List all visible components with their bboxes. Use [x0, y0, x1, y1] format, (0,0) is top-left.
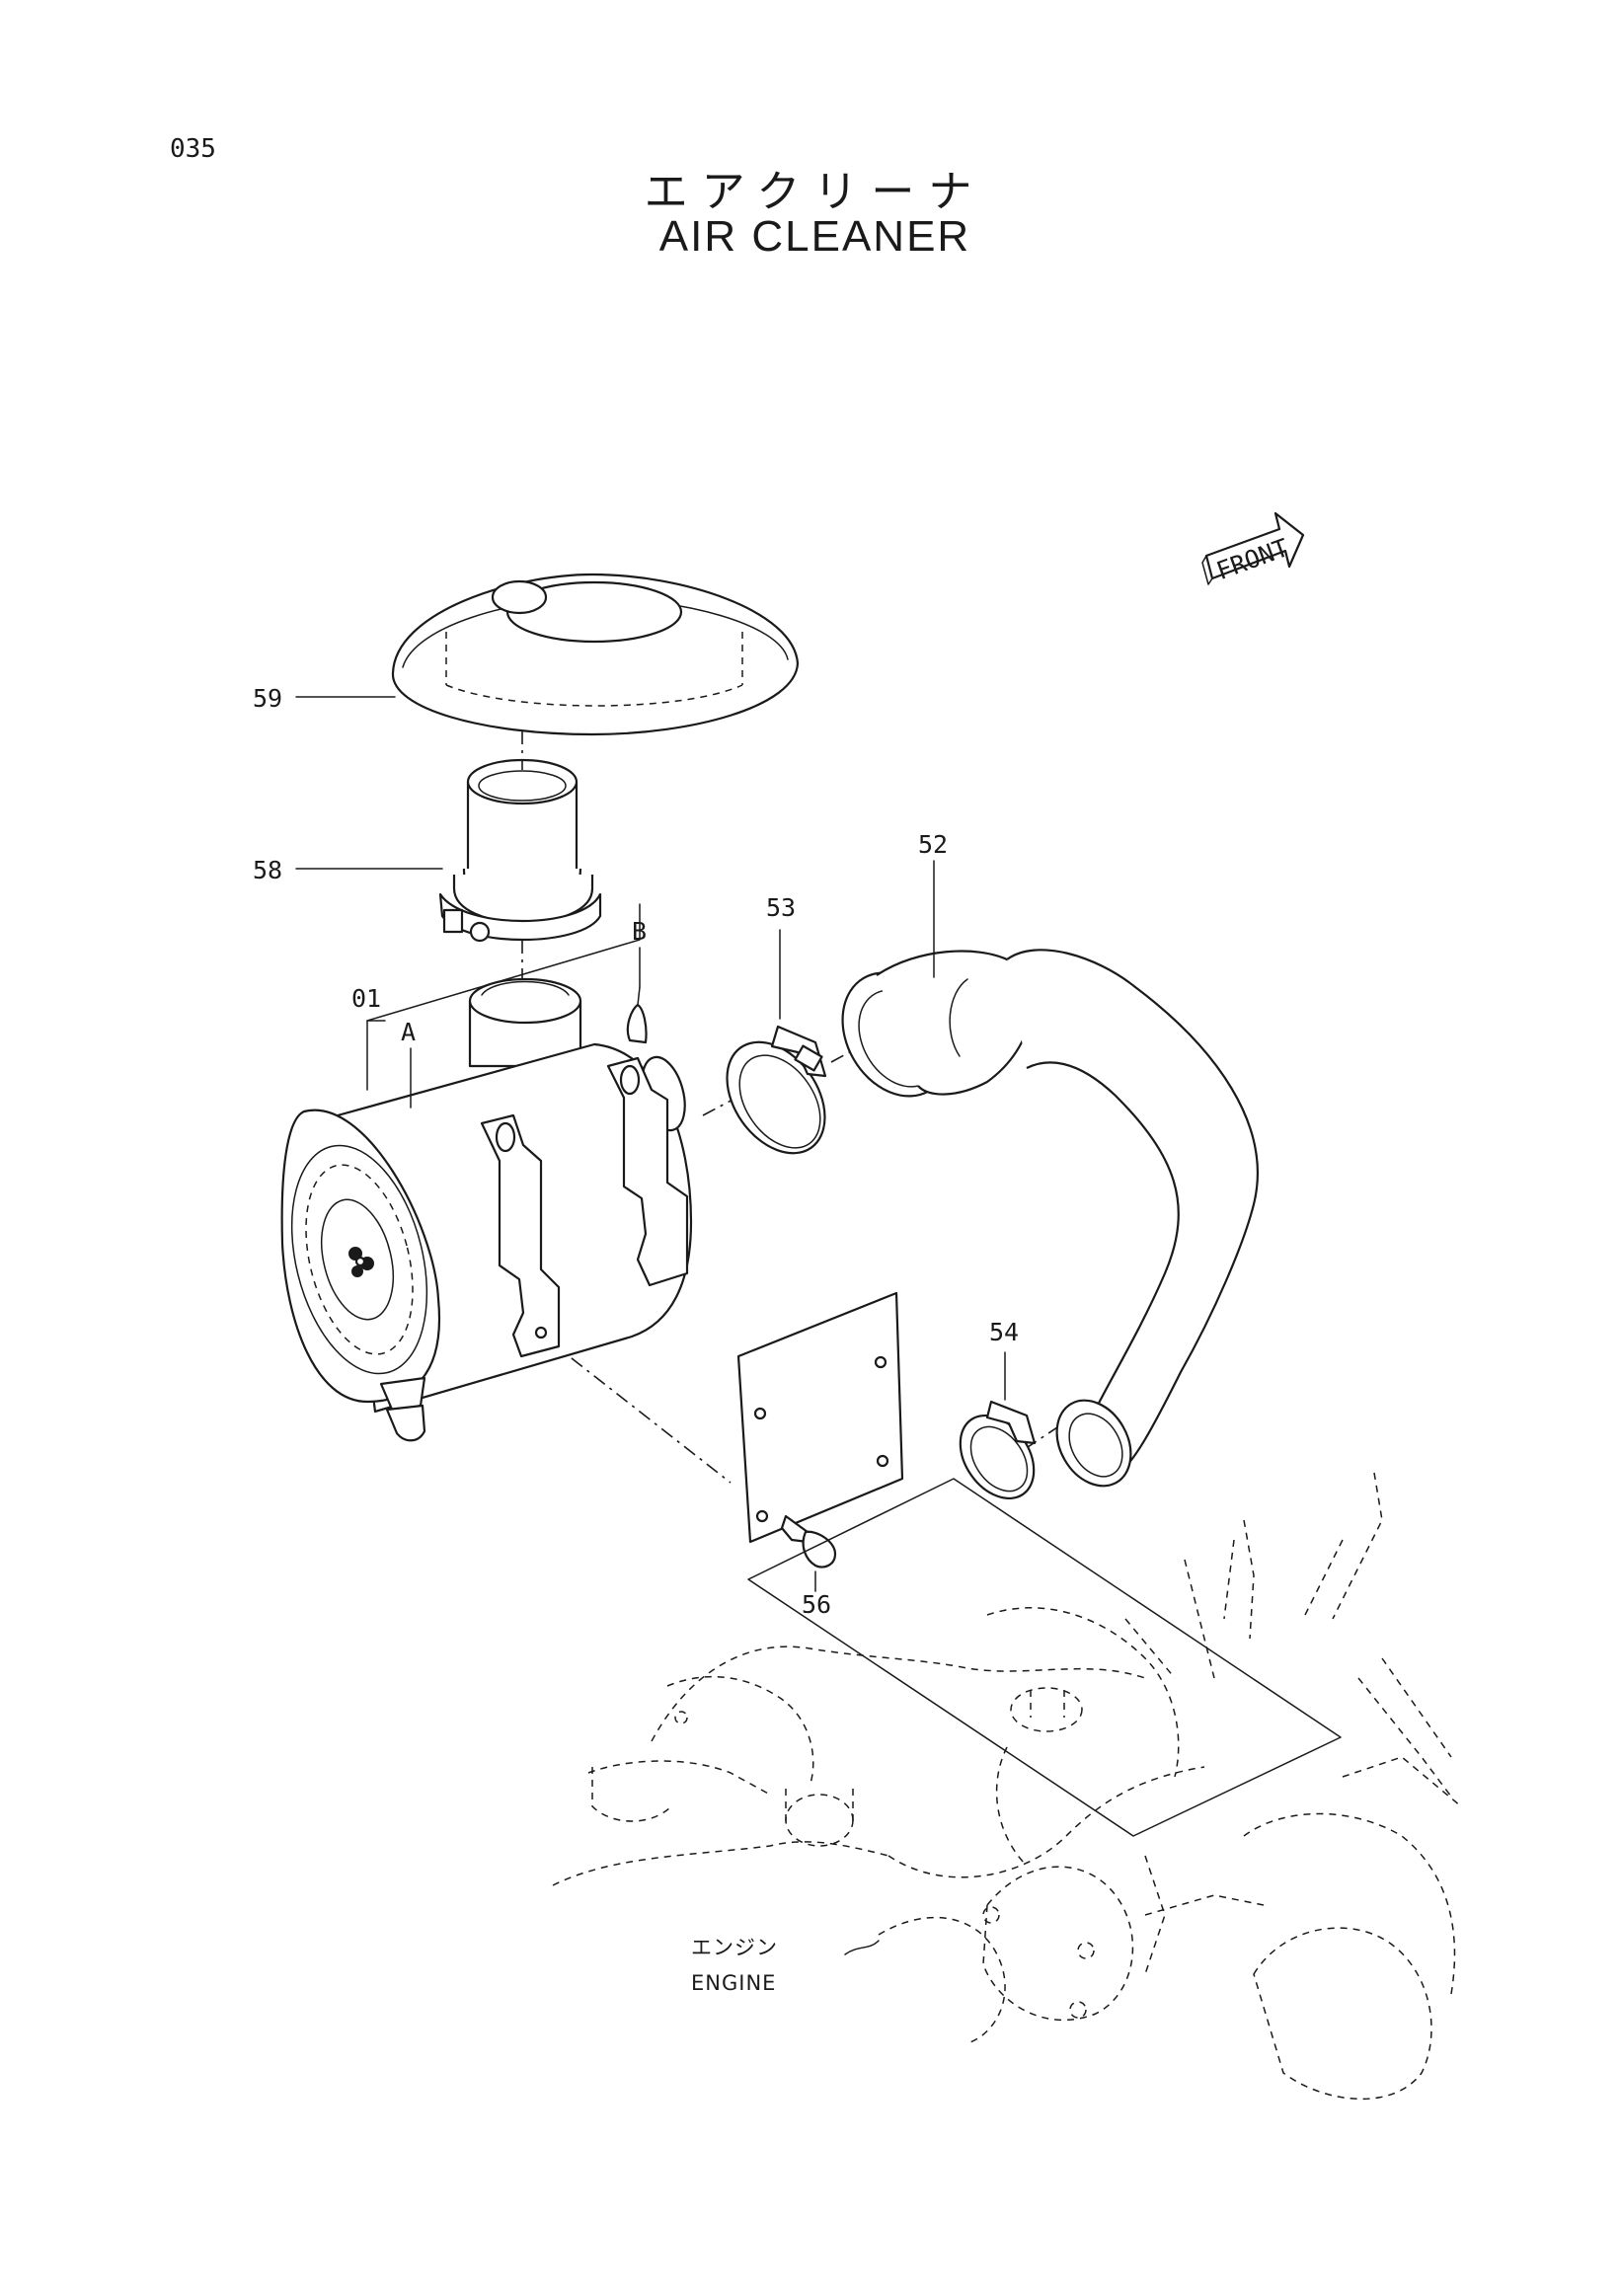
callout-58: 58: [253, 856, 282, 884]
callout-bracket-01: [366, 903, 641, 1109]
mounting-plate: [736, 1291, 904, 1544]
page-number: 035: [170, 134, 216, 164]
part-56-bolt: [780, 1514, 837, 1592]
callout-a: A: [401, 1018, 416, 1046]
callout-56: 56: [802, 1590, 831, 1619]
callout-labels: 59 58 01 A B 53 52 54 56: [253, 684, 1019, 1619]
part-58-precleaner: [438, 758, 602, 943]
callout-b: B: [632, 917, 647, 946]
front-direction-arrow-icon: FRONT: [1201, 511, 1305, 585]
callout-54: 54: [989, 1318, 1019, 1346]
callout-53: 53: [766, 893, 796, 922]
engine-label-japanese: エンジン: [691, 1936, 778, 1959]
engine-outline: [552, 1472, 1462, 2100]
callout-01: 01: [351, 984, 381, 1013]
callout-59: 59: [253, 684, 282, 713]
part-53-hose-clamp: [726, 1025, 827, 1155]
part-01-air-cleaner-body: [280, 977, 693, 1442]
callout-52: 52: [918, 830, 948, 859]
part-59-cap: [391, 573, 800, 736]
engine-label-english: ENGINE: [691, 1971, 776, 1995]
title-english: AIR CLEANER: [658, 212, 971, 261]
plate-engine-reference-outline: [747, 1478, 1342, 1837]
engine-label-leader: [844, 1940, 880, 1955]
assembly-centerlines: [521, 730, 1067, 1484]
title-japanese: エアクリーナ: [644, 167, 986, 217]
part-54-hose-clamp: [959, 1400, 1037, 1500]
part-52-intake-hose: [841, 949, 1259, 1488]
